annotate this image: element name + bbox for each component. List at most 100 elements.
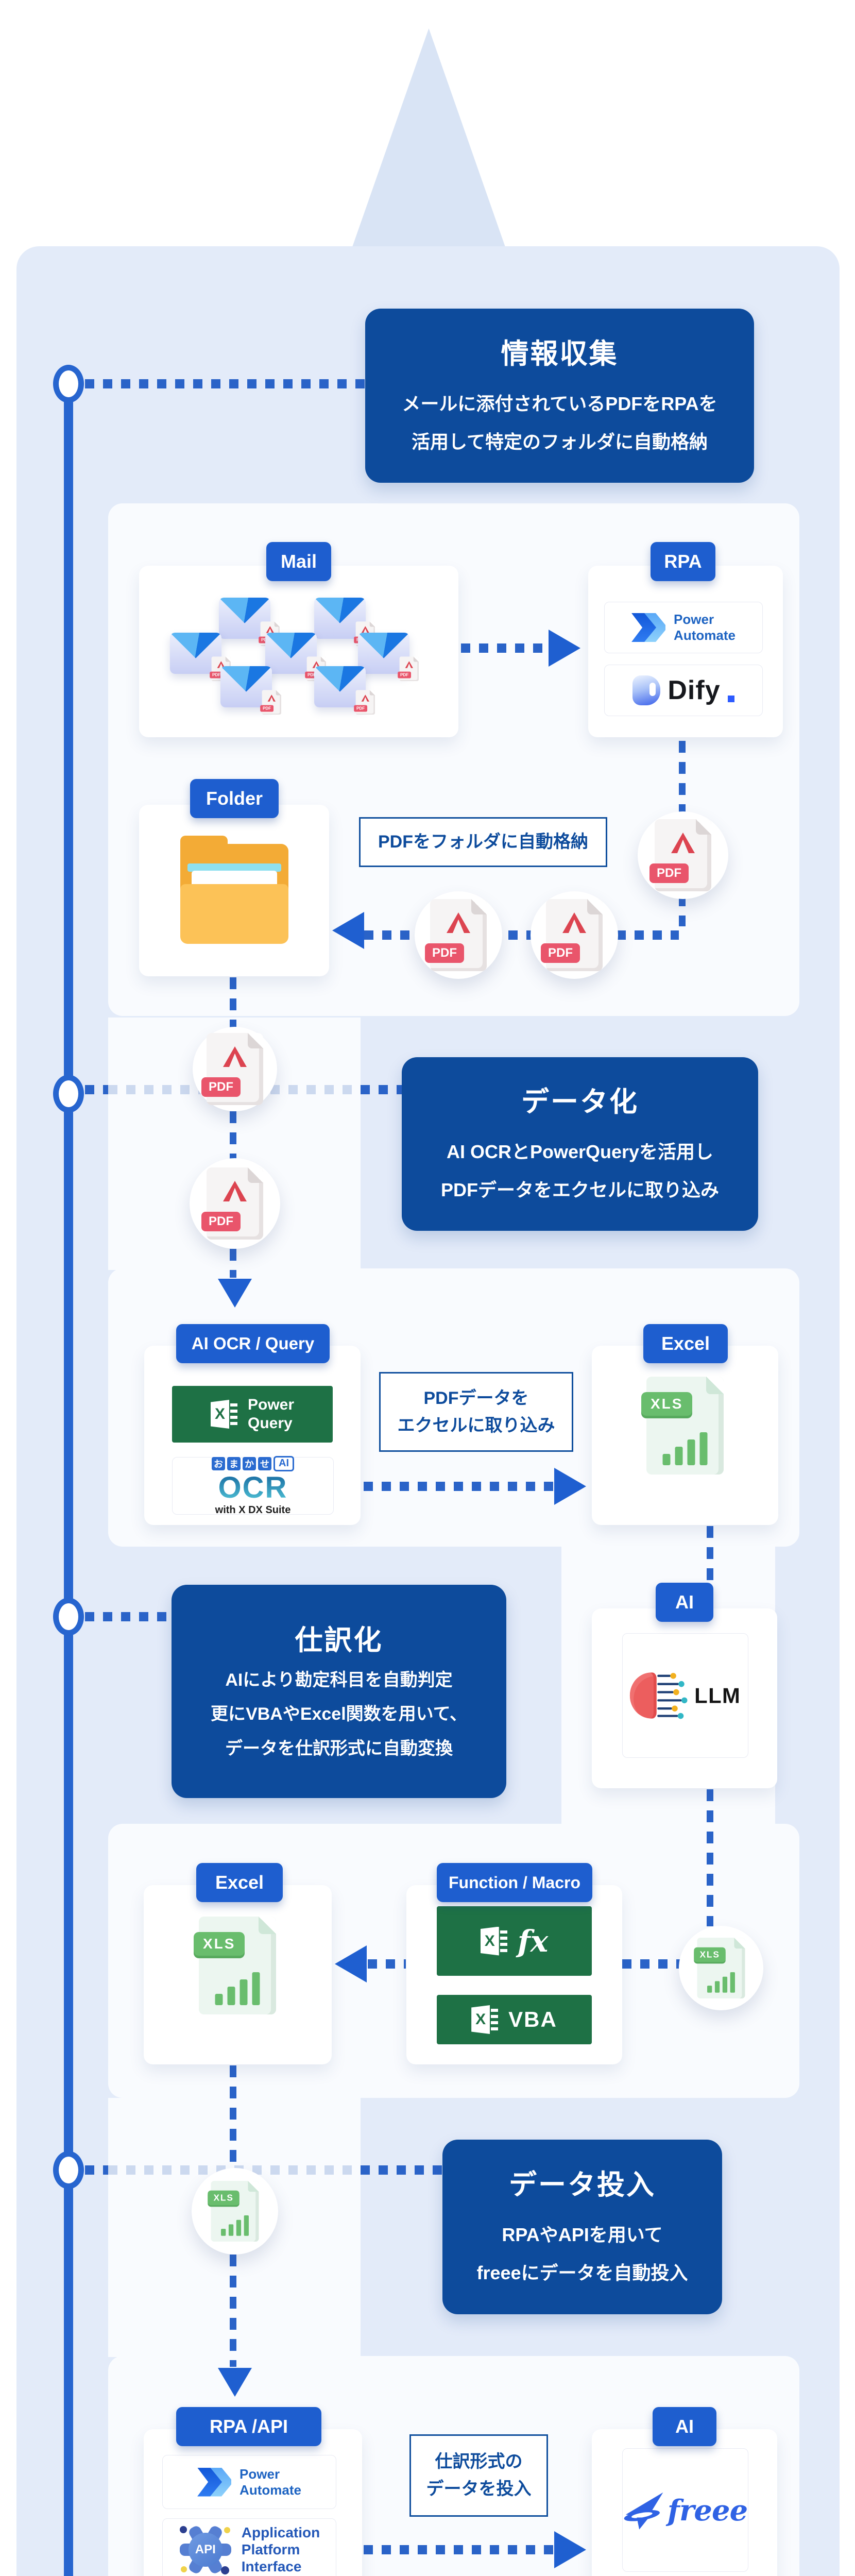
freee-logo: freee — [623, 2492, 748, 2530]
step4-line1: RPAやAPIを用いて — [502, 2224, 663, 2246]
step4-title: データ投入 — [509, 2170, 656, 2201]
power-automate-logo: Power Automate — [631, 612, 736, 643]
freee-logo-box: freee — [622, 2448, 748, 2572]
dify-logo: Dify — [632, 675, 734, 705]
connector-dots-step3 — [85, 1612, 172, 1621]
dots-xls-to-macro — [622, 1959, 680, 1969]
power-automate-text: Power Automate — [240, 2466, 301, 2498]
arrow-down-to-ocr — [218, 1279, 252, 1308]
ai-label: AI — [656, 1583, 713, 1622]
llm-text: LLM — [694, 1683, 741, 1708]
connector-dots-step1 — [85, 379, 365, 388]
dify-dot-icon — [727, 696, 734, 702]
vline-rpa-to-pdf — [679, 741, 686, 815]
pdf-file-circle: PDF — [638, 811, 728, 899]
pdf-file-icon: PDF — [201, 1167, 263, 1240]
step3-header-box: 仕訳化 AIにより勘定科目を自動判定 更にVBAやExcel関数を用いて、 デー… — [172, 1585, 506, 1798]
step2-line2: PDFデータをエクセルに取り込み — [440, 1179, 719, 1200]
vline-folder-down1 — [230, 977, 236, 1028]
pdf-file-circle: PDF — [415, 891, 502, 979]
step2-header-box: データ化 AI OCRとPowerQueryを活用し PDFデータをエクセルに取… — [402, 1057, 758, 1231]
freee-swallow-icon — [623, 2492, 665, 2530]
vline-to-rpaapi — [230, 2255, 236, 2367]
fx-text: fx — [517, 1923, 549, 1959]
omakase-ai-ocr-logo: お ま か せ AI OCR with X DX Suite — [212, 1455, 294, 1516]
connector-dots-step2c — [361, 1085, 402, 1094]
excel-fx-box: X fx — [437, 1906, 592, 1976]
excel-xls-icon: XLS — [194, 1917, 276, 2014]
step3-line3: データを仕訳形式に自動変換 — [225, 1738, 453, 1758]
vline-to-ocr — [230, 1249, 236, 1278]
arrow-right-into-excel — [554, 1468, 586, 1505]
dots-pdf-to-folder — [364, 930, 679, 940]
connector-dots-step2a — [85, 1085, 108, 1094]
freee-text: freee — [667, 2493, 748, 2527]
vba-text: VBA — [508, 2007, 557, 2031]
excel-xls-icon: XLS — [694, 1938, 745, 1998]
power-automate-logo-box: Power Automate — [604, 602, 763, 653]
dify-logo-box: Dify — [604, 665, 763, 716]
to-excel-callout: PDFデータを エクセルに取り込み — [379, 1372, 573, 1452]
timeline-node-step2 — [53, 1075, 84, 1113]
omakase-badge: お ま か せ AI — [212, 1455, 294, 1471]
mail-envelope-icon: PDF — [358, 633, 419, 681]
mail-envelope-icon: PDF — [170, 633, 231, 681]
mail-envelope-icon: PDF — [220, 666, 281, 715]
llm-brain-icon — [629, 1671, 688, 1720]
step2-title: データ化 — [521, 1087, 639, 1118]
step1-line1: メールに添付されているPDFをRPAを — [402, 393, 717, 414]
connector-dots-step4a — [85, 2165, 108, 2175]
arrow-left-into-folder — [332, 912, 364, 949]
xls-file-circle: XLS — [192, 2168, 278, 2255]
step4-line2: freeeにデータを自動投入 — [476, 2262, 688, 2283]
ai-ocr-query-label: AI OCR / Query — [176, 1324, 330, 1363]
folder-label: Folder — [190, 779, 279, 818]
step3-line2: 更にVBAやExcel関数を用いて、 — [211, 1704, 467, 1724]
power-automate-logo-box: Power Automate — [162, 2455, 336, 2509]
arrow-right-into-freee — [554, 2531, 586, 2568]
dify-icon — [632, 675, 661, 705]
excel-xls-icon: XLS — [641, 1377, 724, 1475]
ai-label: AI — [653, 2407, 716, 2446]
vline-excel-down — [230, 2065, 236, 2168]
arrow-down-to-rpaapi — [218, 2368, 252, 2397]
dots-ocr-to-excel — [364, 1482, 554, 1491]
dots-mail-to-rpa — [461, 643, 549, 653]
store-pdf-callout: PDFをフォルダに自動格納 — [359, 817, 607, 867]
folder-icon — [180, 835, 288, 944]
power-automate-text: Power Automate — [674, 612, 736, 643]
power-query-text: Power Query — [247, 1396, 295, 1432]
timeline-node-step1 — [53, 365, 84, 403]
vline-pdf-turn — [679, 894, 686, 926]
llm-logo: LLM — [629, 1671, 741, 1720]
step1-title: 情報収集 — [501, 338, 619, 369]
vline-folder-down2 — [230, 1111, 236, 1159]
pdf-file-icon: PDF — [201, 1033, 263, 1105]
dx-suite-text: with X DX Suite — [215, 1504, 291, 1516]
mail-envelope-icon: PDF — [265, 633, 326, 681]
excel-label: Excel — [643, 1324, 728, 1363]
rpa-api-label: RPA /API — [176, 2407, 321, 2446]
pdf-file-circle: PDF — [193, 1027, 277, 1111]
excel-icon: X — [210, 1400, 237, 1429]
power-query-logo-box: X Power Query — [172, 1386, 333, 1443]
power-automate-icon — [631, 613, 666, 642]
arrow-left-into-excel — [335, 1945, 367, 1982]
power-automate-icon — [197, 2467, 232, 2497]
step3-line1: AIにより勘定科目を自動判定 — [225, 1670, 453, 1690]
power-automate-logo: Power Automate — [197, 2466, 301, 2498]
dots-macro-to-excel — [368, 1959, 406, 1969]
mail-envelope-icon: PDF — [314, 598, 375, 646]
pdf-file-icon: PDF — [541, 899, 603, 971]
timeline-node-step3 — [53, 1598, 84, 1636]
api-gear-icon: API — [179, 2523, 232, 2576]
step2-line1: AI OCRとPowerQueryを活用し — [446, 1141, 714, 1163]
excel-xls-icon: XLS — [208, 2181, 259, 2242]
pdf-file-circle: PDF — [190, 1158, 280, 1249]
pdf-file-icon: PDF — [425, 899, 487, 971]
arrow-right-into-rpa — [549, 630, 580, 667]
api-text: Application Platform Interface — [241, 2524, 320, 2575]
mail-label: Mail — [266, 542, 331, 581]
step4-header-box: データ投入 RPAやAPIを用いて freeeにデータを自動投入 — [442, 2140, 722, 2314]
